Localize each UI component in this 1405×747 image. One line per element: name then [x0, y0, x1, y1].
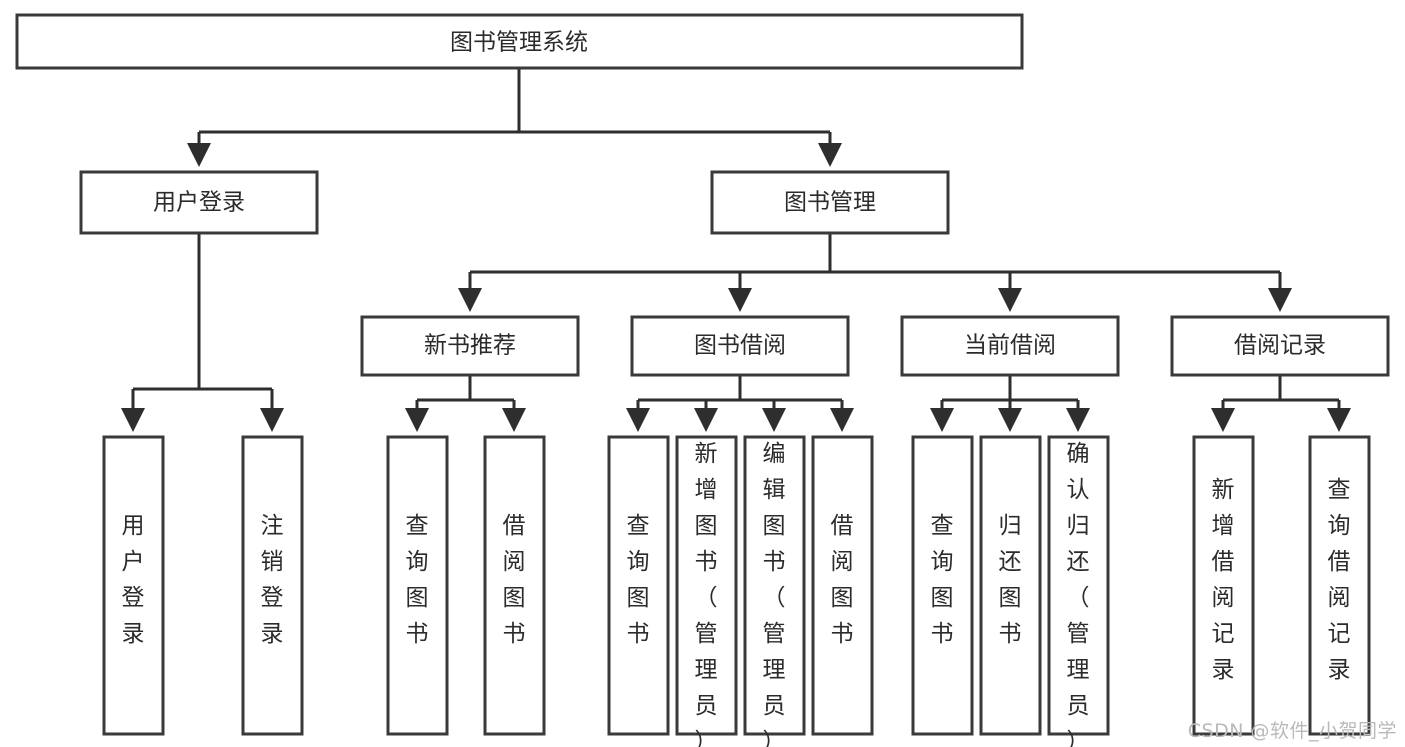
node-leaf-query-record-box[interactable] — [1308, 435, 1371, 736]
node-user-login[interactable]: 用户登录 — [79, 170, 319, 235]
node-leaf-borrow-book-1-label: 借阅图书 — [503, 513, 526, 647]
csdn-watermark: CSDN @软件_小贺同学 — [1187, 720, 1397, 742]
node-book-manage-label: 图书管理 — [784, 190, 876, 216]
node-leaf-confirm-return-box[interactable] — [1047, 435, 1110, 736]
node-leaf-confirm-return[interactable]: 确认归还（管理员） — [1047, 435, 1110, 747]
node-leaf-borrow-book-2-label: 借阅图书 — [831, 513, 854, 647]
node-leaf-edit-book[interactable]: 编辑图书（管理员） — [743, 435, 806, 747]
node-borrow-record[interactable]: 借阅记录 — [1170, 315, 1390, 377]
node-leaf-add-book-label: 新增图书（管理员） — [695, 441, 718, 747]
node-leaf-add-record-box[interactable] — [1192, 435, 1255, 736]
node-leaf-query-book-3[interactable]: 查询图书 — [911, 435, 974, 736]
node-leaf-query-record[interactable]: 查询借阅记录 — [1308, 435, 1371, 736]
node-leaf-user-login-box[interactable] — [102, 435, 165, 736]
node-leaf-logout-login-box[interactable] — [241, 435, 304, 736]
node-root-box[interactable] — [15, 13, 1024, 70]
node-leaf-confirm-return-label: 确认归还（管理员） — [1067, 441, 1090, 747]
node-leaf-query-book-2-label: 查询图书 — [627, 513, 650, 647]
node-leaf-add-book[interactable]: 新增图书（管理员） — [675, 435, 738, 747]
node-user-login-box[interactable] — [79, 170, 319, 235]
node-leaf-logout-login[interactable]: 注销登录 — [241, 435, 304, 736]
node-current-borrow[interactable]: 当前借阅 — [900, 315, 1120, 377]
node-leaf-borrow-book-1-box[interactable] — [483, 435, 546, 736]
node-leaf-query-book-2[interactable]: 查询图书 — [607, 435, 670, 736]
node-leaf-query-book-1[interactable]: 查询图书 — [386, 435, 449, 736]
node-leaf-user-login-label: 用户登录 — [122, 513, 145, 647]
node-leaf-logout-login-label: 注销登录 — [261, 513, 284, 647]
node-leaf-user-login[interactable]: 用户登录 — [102, 435, 165, 736]
node-leaf-add-book-box[interactable] — [675, 435, 738, 736]
node-book-manage-box[interactable] — [710, 170, 950, 235]
node-leaf-query-book-3-label: 查询图书 — [931, 513, 954, 647]
node-root[interactable]: 图书管理系统 — [15, 13, 1024, 70]
node-leaf-add-record-label: 新增借阅记录 — [1212, 477, 1235, 683]
node-leaf-query-book-1-label: 查询图书 — [406, 513, 429, 647]
connector-group — [121, 68, 1351, 432]
node-current-borrow-label: 当前借阅 — [964, 333, 1056, 359]
node-new-book-rec-label: 新书推荐 — [424, 333, 516, 359]
node-user-login-label: 用户登录 — [153, 190, 245, 216]
node-book-borrow-label: 图书借阅 — [694, 333, 786, 359]
node-leaf-return-book[interactable]: 归还图书 — [979, 435, 1042, 736]
node-root-label: 图书管理系统 — [450, 30, 588, 56]
node-borrow-record-box[interactable] — [1170, 315, 1390, 377]
node-leaf-add-record[interactable]: 新增借阅记录 — [1192, 435, 1255, 736]
node-leaf-query-book-2-box[interactable] — [607, 435, 670, 736]
node-book-borrow[interactable]: 图书借阅 — [630, 315, 850, 377]
node-leaf-return-book-label: 归还图书 — [999, 513, 1022, 647]
node-leaf-query-record-label: 查询借阅记录 — [1328, 477, 1351, 683]
node-leaf-borrow-book-2[interactable]: 借阅图书 — [811, 435, 874, 736]
node-leaf-query-book-1-box[interactable] — [386, 435, 449, 736]
node-borrow-record-label: 借阅记录 — [1234, 333, 1326, 359]
node-leaf-edit-book-label: 编辑图书（管理员） — [763, 441, 786, 747]
node-new-book-rec-box[interactable] — [360, 315, 580, 377]
node-leaf-borrow-book-1[interactable]: 借阅图书 — [483, 435, 546, 736]
node-book-borrow-box[interactable] — [630, 315, 850, 377]
node-leaf-borrow-book-2-box[interactable] — [811, 435, 874, 736]
node-leaf-return-book-box[interactable] — [979, 435, 1042, 736]
node-current-borrow-box[interactable] — [900, 315, 1120, 377]
node-book-manage[interactable]: 图书管理 — [710, 170, 950, 235]
node-leaf-query-book-3-box[interactable] — [911, 435, 974, 736]
node-leaf-edit-book-box[interactable] — [743, 435, 806, 736]
node-new-book-rec[interactable]: 新书推荐 — [360, 315, 580, 377]
